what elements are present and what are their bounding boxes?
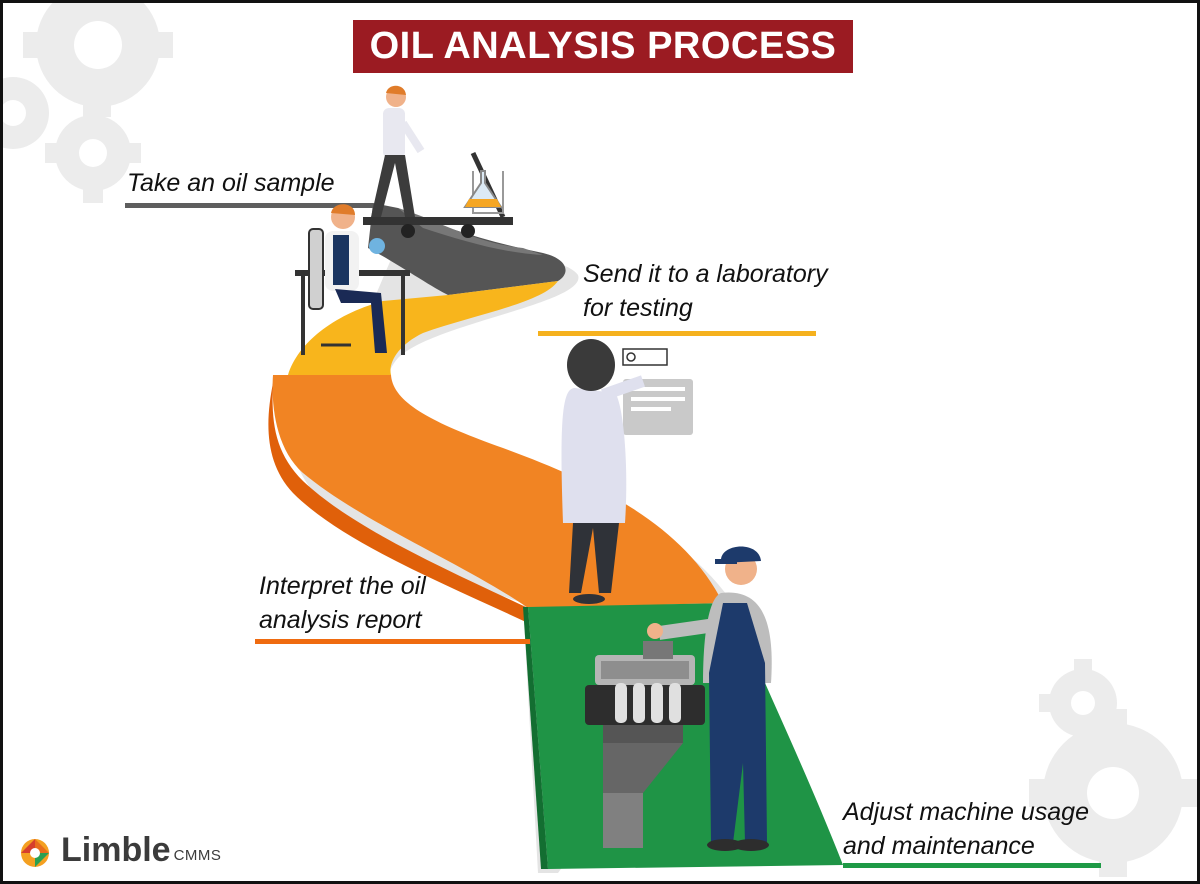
step-1-leader-line <box>125 203 373 208</box>
step-1-label: Take an oil sample <box>127 166 335 200</box>
lab-worker-trolley <box>363 85 513 238</box>
step-3-leader-line <box>255 639 530 644</box>
gear-icon-left-edge <box>3 77 49 149</box>
step-2-leader-line <box>538 331 816 336</box>
step-4-leader-line <box>843 863 1101 868</box>
gear-icon-left-small <box>45 103 141 203</box>
road-segment-green <box>528 603 843 869</box>
logo-suffix: CMMS <box>173 847 222 864</box>
step-2-label: Send it to a laboratory for testing <box>583 257 828 325</box>
gear-icon-top-left <box>23 3 173 117</box>
step-4-line-2: and maintenance <box>843 832 1035 860</box>
road-segment-gray <box>368 203 566 295</box>
road-segment-yellow <box>288 281 558 375</box>
step-3-label: Interpret the oil analysis report <box>259 569 426 637</box>
road-segment-green-side <box>523 607 548 869</box>
analyst-with-report <box>561 339 693 604</box>
step-4-label: Adjust machine usage and maintenance <box>843 795 1089 863</box>
step-3-line-2: analysis report <box>259 606 422 634</box>
step-2-line-2: for testing <box>583 294 693 322</box>
gear-icon-bottom-right <box>1029 709 1197 877</box>
limble-logo-icon <box>21 839 49 867</box>
step-3-line-1: Interpret the oil <box>259 572 426 600</box>
process-illustration <box>3 3 1197 877</box>
lab-worker-desk <box>295 204 410 355</box>
title-banner: OIL ANALYSIS PROCESS <box>353 20 853 73</box>
road-segment-orange-side <box>268 383 528 623</box>
limble-logo: Limble CMMS <box>55 833 221 867</box>
step-1-line-1: Take an oil sample <box>127 169 335 197</box>
step-2-line-1: Send it to a laboratory <box>583 260 828 288</box>
page-title: OIL ANALYSIS PROCESS <box>369 25 837 67</box>
road-segment-gray-top <box>398 208 543 255</box>
engine-block <box>585 641 705 848</box>
step-4-line-1: Adjust machine usage <box>843 798 1089 826</box>
logo-name: Limble <box>61 831 171 869</box>
gear-icon-bottom-right-small <box>1039 659 1117 737</box>
mechanic <box>647 546 772 851</box>
